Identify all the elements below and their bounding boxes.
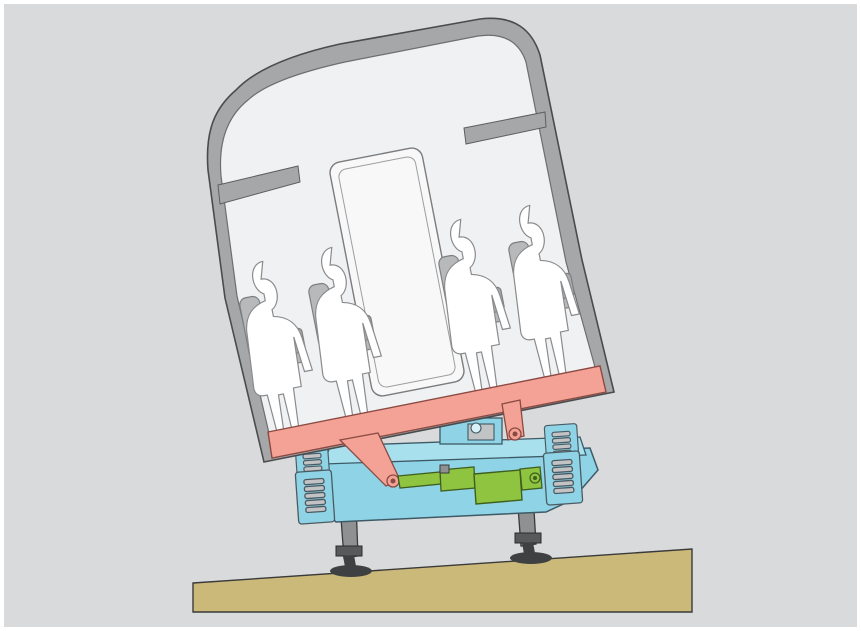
left-lower-spring-icon: [295, 470, 335, 524]
right-wheel-icon: [510, 552, 552, 564]
right-lower-spring-icon: [543, 451, 583, 505]
left-wheel-icon: [330, 565, 372, 577]
